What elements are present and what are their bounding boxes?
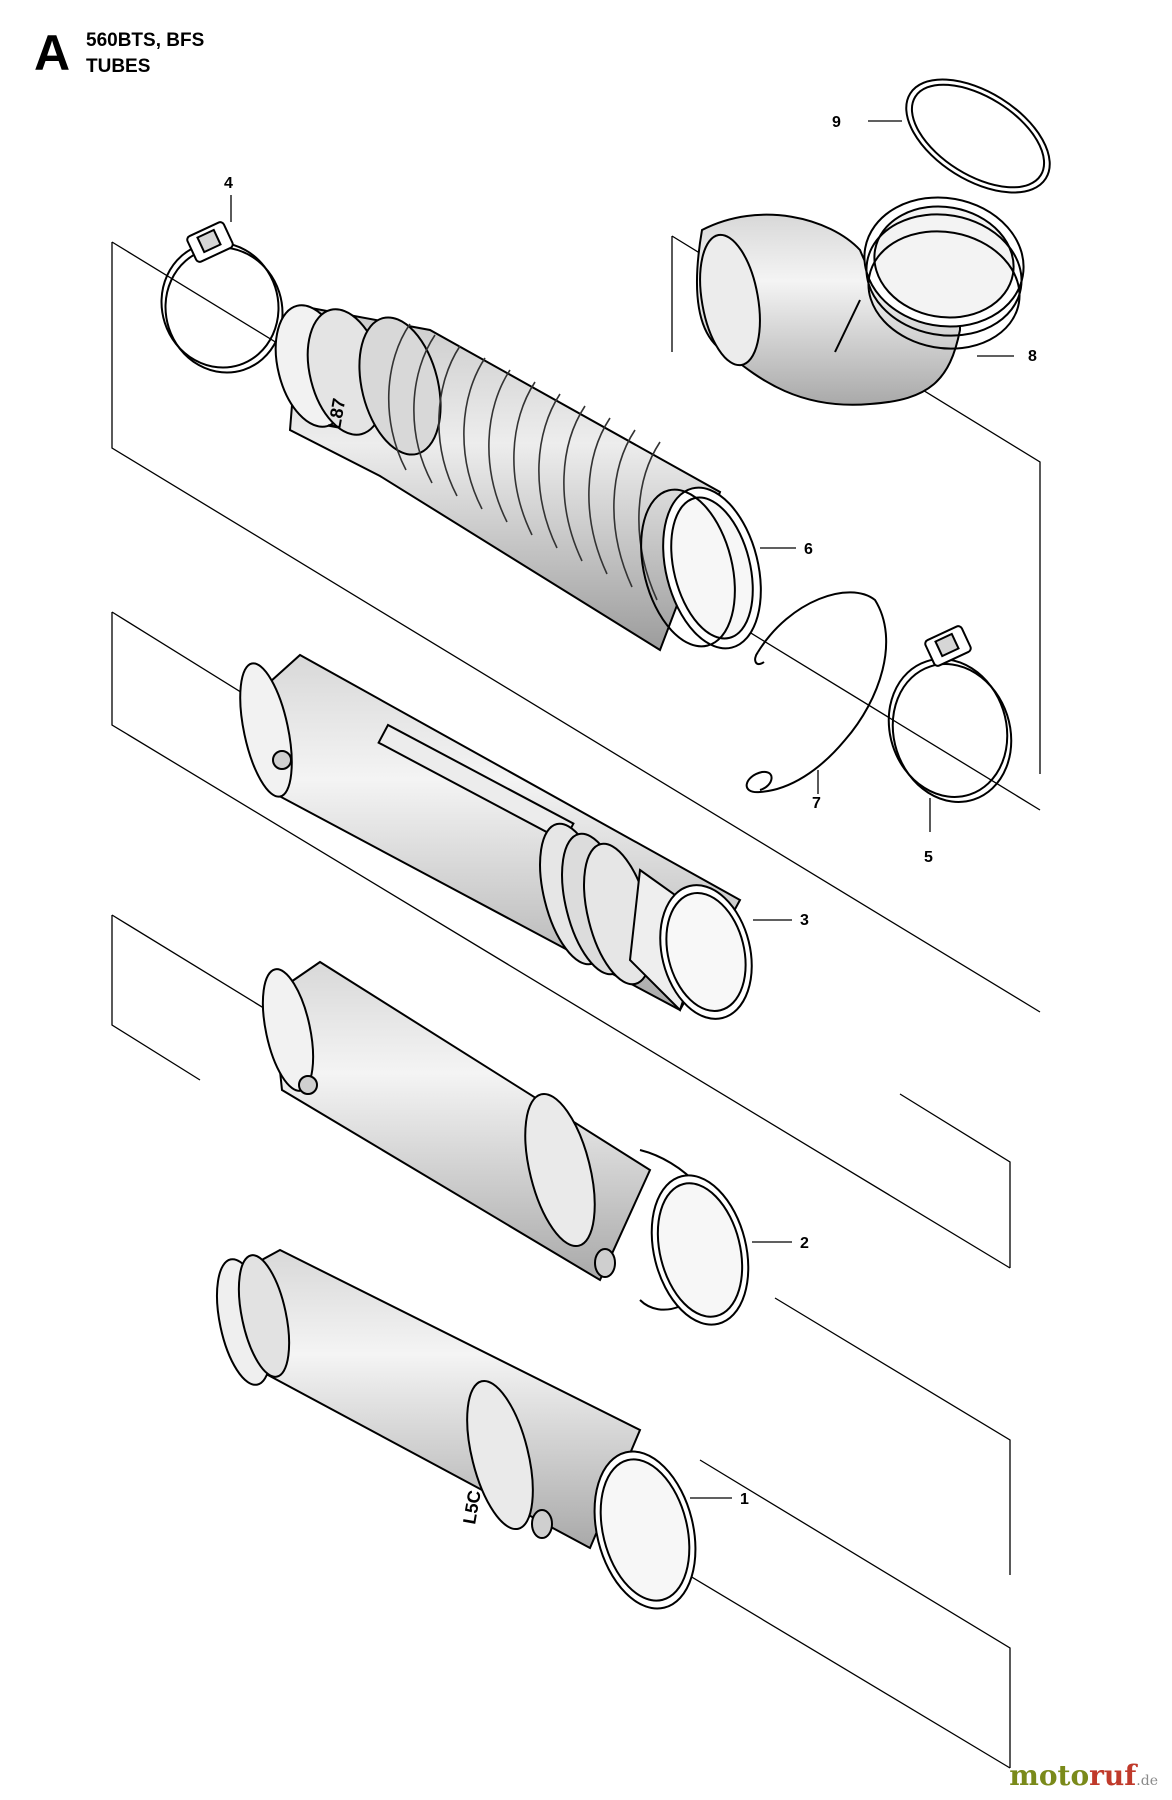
part-7-retaining-wire xyxy=(745,591,888,794)
callout-6: 6 xyxy=(804,541,813,558)
callout-4: 4 xyxy=(224,175,233,192)
callout-7: 7 xyxy=(812,795,821,812)
callout-5: 5 xyxy=(924,849,933,866)
callout-labels: 9 4 8 6 7 5 3 2 1 xyxy=(224,114,1037,1508)
part-3-tube xyxy=(239,653,753,1020)
section-letter: A xyxy=(34,25,71,81)
callout-9: 9 xyxy=(832,114,841,131)
part-2-tube xyxy=(261,960,750,1326)
callout-leaders xyxy=(230,120,1014,1499)
callout-3: 3 xyxy=(800,912,809,929)
nozzle-marking: L5C xyxy=(459,1489,485,1526)
callout-2: 2 xyxy=(800,1235,809,1252)
bellows-tube: L87 xyxy=(274,304,762,652)
part-1-nozzle: L5C xyxy=(216,1248,697,1610)
assembly-frame-tube-3 xyxy=(111,611,1011,1269)
part-4-hose-clamp xyxy=(160,221,284,374)
part-5-hose-clamp xyxy=(887,625,1013,803)
part-9-gasket-ring xyxy=(905,78,1051,194)
model-name: 560BTS, BFS xyxy=(86,30,205,51)
callout-8: 8 xyxy=(1028,348,1037,365)
callout-1: 1 xyxy=(740,1491,749,1508)
part-8-elbow xyxy=(696,196,1025,406)
assembly-frame-tube-2 xyxy=(111,914,1011,1575)
section-title: TUBES xyxy=(86,56,151,77)
watermark-logo: motoruf.de xyxy=(1009,1759,1158,1792)
